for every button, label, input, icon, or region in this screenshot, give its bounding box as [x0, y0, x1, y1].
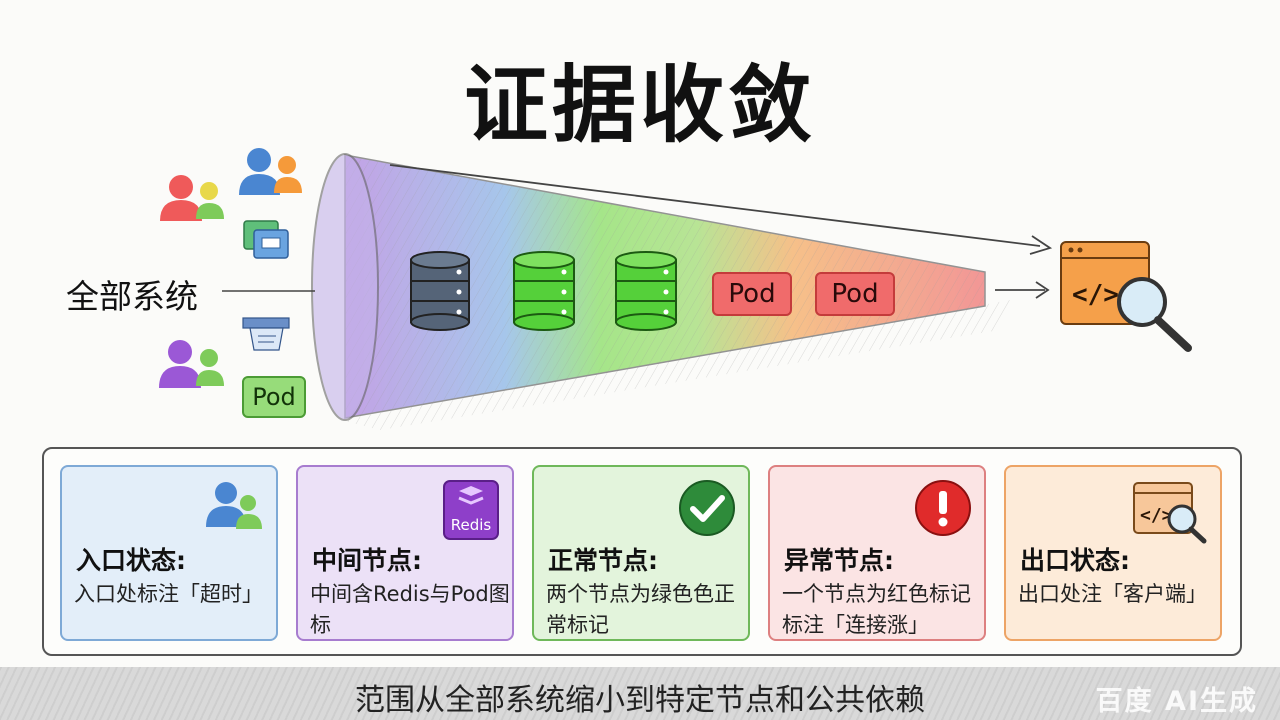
caption-bar: 范围从全部系统缩小到特定节点和公共依赖 百度 AI生成	[0, 667, 1280, 720]
alert-icon	[914, 479, 972, 541]
card-title: 异常节点:	[784, 546, 894, 575]
card-desc: 中间含Redis与Pod图标	[310, 582, 510, 637]
users-icon	[202, 479, 264, 539]
code-search-icon: </>	[1060, 241, 1192, 352]
redis-icon: Redis	[442, 479, 500, 545]
svg-text:</>: </>	[1072, 280, 1119, 310]
watermark: 百度 AI生成	[1095, 686, 1258, 717]
document-icon	[242, 317, 290, 351]
card-desc: 出口处注「客户端」	[1018, 582, 1207, 606]
card-entry-state: 入口状态: 入口处标注「超时」	[60, 465, 278, 641]
funnel-mouth	[311, 153, 379, 421]
top-arrow	[389, 164, 1041, 247]
card-desc: 入口处标注「超时」	[74, 582, 263, 606]
card-normal-node: 正常节点: 两个节点为绿色色正常标记	[532, 465, 750, 641]
card-abnormal-node: 异常节点: 一个节点为红色标记标注「连接涨」	[768, 465, 986, 641]
caption-text: 范围从全部系统缩小到特定节点和公共依赖	[355, 683, 925, 718]
legend-panel: 入口状态: 入口处标注「超时」 Redis 中间节点: 中间含Redis与Pod…	[42, 447, 1242, 656]
user-group-icon-blue	[239, 148, 302, 195]
code-search-icon: </>	[1128, 479, 1208, 549]
pod-badge-red-1: Pod	[712, 272, 792, 316]
card-title: 入口状态:	[76, 546, 186, 575]
card-title: 出口状态:	[1020, 546, 1130, 575]
check-icon	[678, 479, 736, 541]
window-stack-icon	[243, 220, 289, 259]
card-title: 中间节点:	[312, 546, 422, 575]
redis-icon-label: Redis	[451, 516, 492, 534]
card-desc: 一个节点为红色标记标注「连接涨」	[782, 582, 971, 637]
database-icon-green-1	[513, 251, 575, 331]
funnel-shadow	[340, 300, 1010, 430]
funnel-diagram: </>	[159, 148, 1192, 430]
user-group-icon-purple	[159, 340, 224, 388]
all-systems-label: 全部系统	[66, 277, 198, 316]
page-title: 证据收敛	[463, 56, 816, 154]
pod-badge-red-2: Pod	[815, 272, 895, 316]
database-icon-gray	[410, 251, 470, 331]
user-group-icon-red	[160, 175, 224, 221]
top-arrow-head	[1029, 235, 1053, 255]
exit-arrow-head	[1035, 281, 1050, 299]
card-middle-node: Redis 中间节点: 中间含Redis与Pod图标	[296, 465, 514, 641]
svg-text:</>: </>	[1140, 505, 1173, 526]
card-desc: 两个节点为绿色色正常标记	[546, 582, 735, 637]
database-icon-green-2	[615, 251, 677, 331]
card-title: 正常节点:	[548, 546, 658, 575]
pod-badge-entry: Pod	[242, 376, 306, 418]
card-exit-state: </> 出口状态: 出口处注「客户端」	[1004, 465, 1222, 641]
